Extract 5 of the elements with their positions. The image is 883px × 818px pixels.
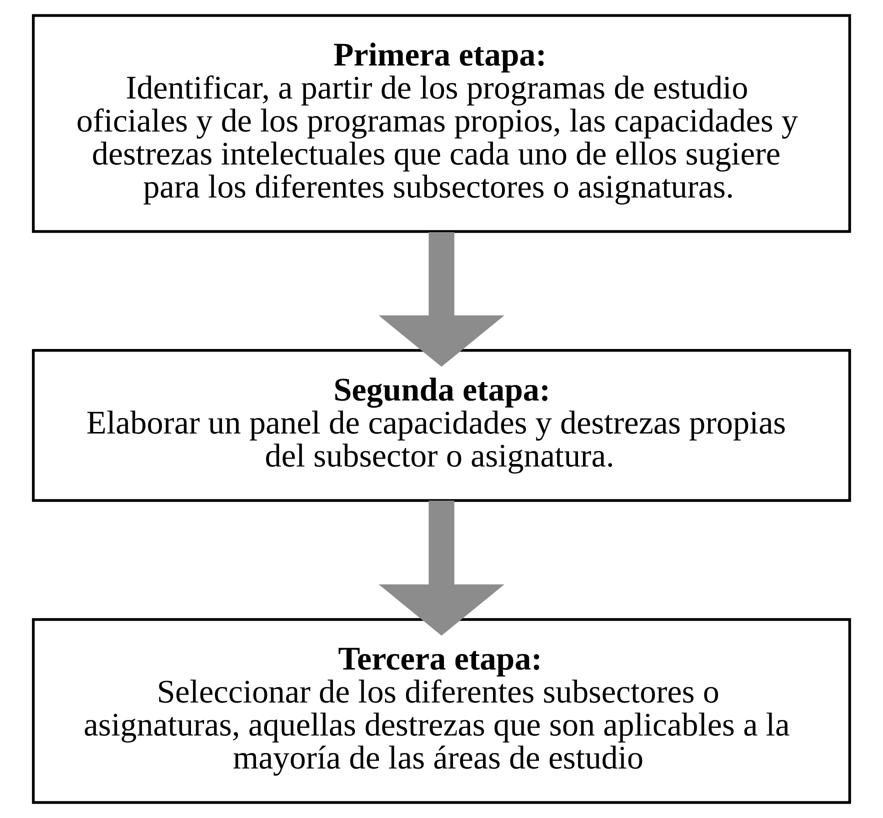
node-box: Tercera etapa: Seleccionar de los diferentes subsectores o asignaturas, aquellas destrezas que son aplicables a la mayoría de las áreas de estudio [32, 618, 852, 804]
arrow [378, 500, 504, 636]
node-box: Segunda etapa: Elaborar un panel de capacidades y destrezas propias del subsector o asignatura. [32, 349, 852, 502]
arrow [378, 232, 504, 367]
node-box: Primera etapa: Identificar, a partir de los programas de estudio oficiales y de los programas propios, las capacidades y destrezas intelectuales que cada uno de ellos sugiere para los diferentes subsectores o asignaturas. [32, 14, 852, 233]
